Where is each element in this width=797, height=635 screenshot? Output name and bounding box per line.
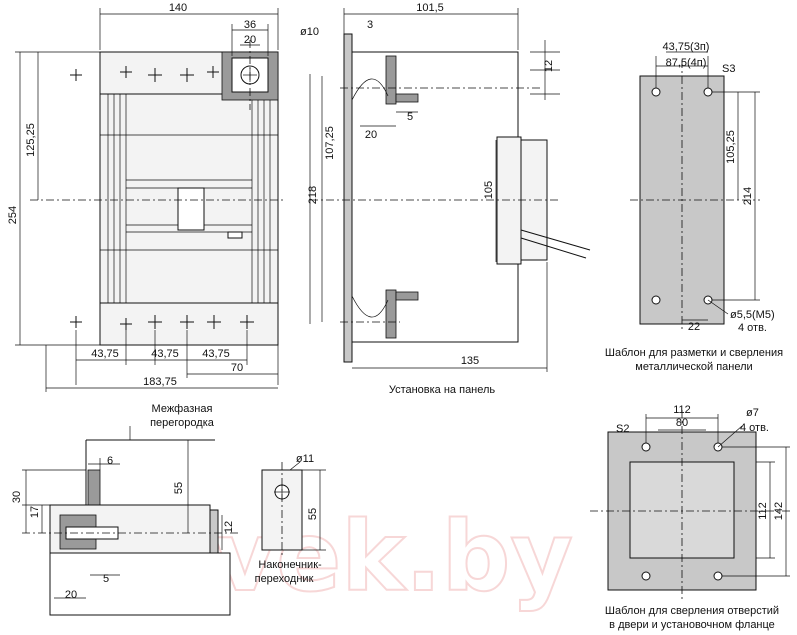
door-hole: ø7 [746,407,759,419]
dim-terminal-inner: 20 [244,34,256,46]
dim-20: 20 [65,589,77,601]
dim-30: 30 [11,491,23,503]
panel-caption-2: металлической панели [635,361,752,373]
dim-panel-height: 214 [742,187,754,205]
front-cover [496,136,522,265]
door-caption-2: в двери и установочном фланце [609,619,775,631]
door-height-outer: 142 [773,502,785,520]
door-height-inner: 112 [757,502,769,520]
door-template: 112 80 S2 ø7 4 отв. 142 112 Шаблон для с… [590,404,790,631]
door-caption-1: Шаблон для сверления отверстий [605,605,779,617]
mount-marks [70,66,254,330]
dim-hole-count: 4 отв. [738,322,767,334]
dim-3p: 43,75(3п) [663,41,710,53]
dim-12: 12 [223,521,235,533]
dim-panel: 3 [367,19,373,31]
dim-pitch-2: 43,75 [151,348,179,360]
dim-total-width: 183,75 [143,376,177,388]
dim-plate: 20 [365,129,377,141]
adapter-height: 55 [307,508,319,520]
indicator-window [227,231,243,239]
dim-diameter: ø10 [300,26,319,38]
dim-5: 5 [103,573,109,585]
dim-panel-offset: 22 [688,321,700,333]
dim-inner-height: 107,25 [324,126,336,160]
label-s2: S2 [616,423,629,435]
side-ribs [100,94,278,303]
top-terminal-plate [385,55,397,105]
dim-handle: 105 [483,181,495,199]
dim-pitch-1: 43,75 [91,348,119,360]
dim-side-height: 218 [307,186,319,204]
dim-width: 140 [169,2,187,14]
adapter-diameter: ø11 [296,453,314,465]
panel-template: 43,75(3п) 87,5(4п) S3 105,25 214 ø5,5(M5… [605,41,783,373]
dim-plate-thickness: 5 [407,111,413,123]
front-view: 140 36 20 ø10 254 125,25 43,75 43,75 43,… [7,2,319,392]
door-width: 112 [673,404,691,416]
dim-offset: 70 [231,362,243,374]
dim-height: 254 [7,206,19,224]
adapter-label-2: переходник [255,573,314,585]
terminal-detail: Межфазная перегородка 6 55 30 17 12 5 20 [11,403,240,616]
door-hole-count: 4 отв. [740,422,769,434]
door-inner: 80 [676,417,688,429]
dim-17: 17 [29,506,41,518]
mounting-panel [343,33,353,363]
dim-total-depth: 135 [461,355,479,367]
dim-top-gap: 12 [543,60,555,72]
barrier-label-1: Межфазная [152,403,213,415]
dim-depth: 101,5 [416,2,444,14]
breaker-lower [49,552,231,616]
adapter-detail: ø11 55 Наконечник- переходник [255,453,326,585]
dim-6: 6 [107,455,113,467]
dim-55: 55 [173,482,185,494]
dim-half-height: 125,25 [25,123,37,157]
breaker-side [351,51,519,343]
dim-hole: ø5,5(M5) [730,309,775,321]
dim-half: 105,25 [725,130,737,164]
handle [177,187,205,231]
barrier-label-2: перегородка [150,417,215,429]
panel-caption-1: Шаблон для разметки и сверления [605,347,783,359]
adapter-label-1: Наконечник- [258,559,322,571]
dim-terminal-width: 36 [244,19,256,31]
dim-pitch-3: 43,75 [202,348,230,360]
side-view-caption: Установка на панель [389,384,496,396]
side-view: 101,5 3 12 107,25 218 105 20 5 135 Устан… [307,2,591,396]
label-s3: S3 [722,63,735,75]
bottom-terminal-plate [385,289,397,339]
dim-4p: 87,5(4п) [666,57,707,69]
